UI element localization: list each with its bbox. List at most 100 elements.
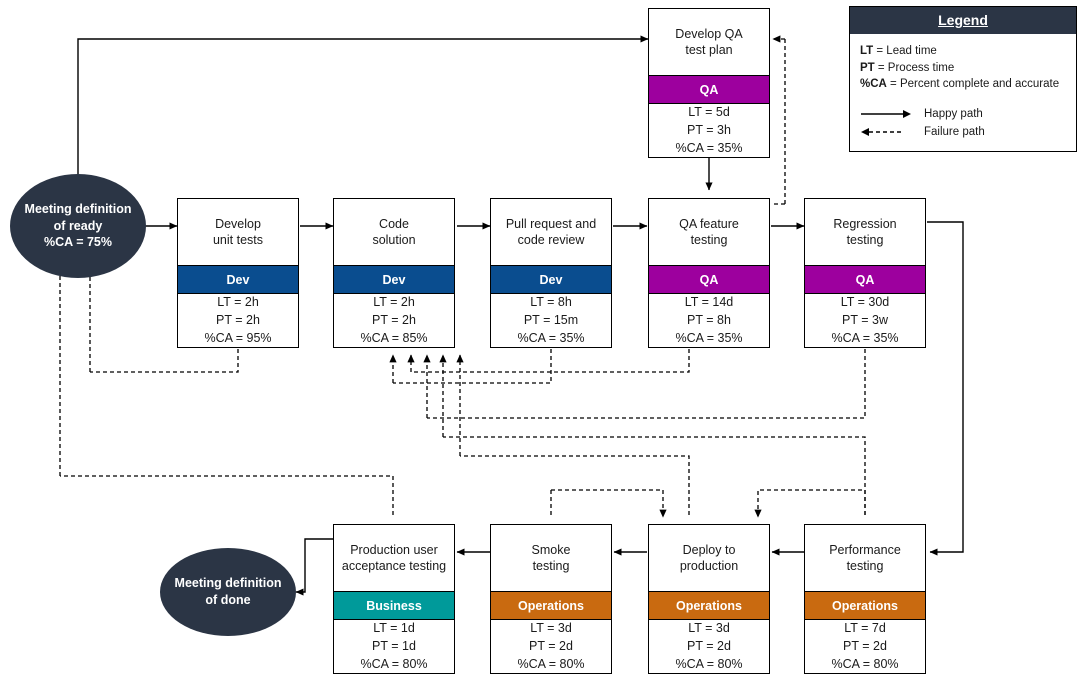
metric-pt: PT = 2h — [216, 312, 260, 327]
title-line-1: QA feature — [679, 216, 739, 231]
metric-ca: %CA = 35% — [831, 330, 899, 345]
process-title: Smoke testing — [491, 525, 611, 591]
process-box-code-solution[interactable]: Code solution Dev LT = 2h PT = 2h %CA = … — [333, 198, 455, 348]
legend-abbr-row: PT = Process time — [860, 60, 1066, 77]
title-line-1: Pull request and — [505, 216, 597, 231]
metric-ca: %CA = 80% — [360, 656, 428, 671]
process-title: Code solution — [334, 199, 454, 265]
process-box-develop-unit-tests[interactable]: Develop unit tests Dev LT = 2h PT = 2h %… — [177, 198, 299, 348]
process-title: Develop unit tests — [178, 199, 298, 265]
legend-body: LT = Lead time PT = Process time %CA = P… — [850, 34, 1076, 151]
process-metrics: LT = 3d PT = 2d %CA = 80% — [491, 620, 611, 673]
process-box-regression-testing[interactable]: Regression testing QA LT = 30d PT = 3w %… — [804, 198, 926, 348]
ready-line-3: %CA = 75% — [44, 235, 112, 250]
process-metrics: LT = 7d PT = 2d %CA = 80% — [805, 620, 925, 673]
happy-ready-to-qa-test-plan — [77, 35, 649, 185]
process-title: Production user acceptance testing — [334, 525, 454, 591]
title-line-2: acceptance testing — [341, 559, 447, 573]
title-line-1: Develop — [215, 216, 261, 231]
title-line-1: Production user — [350, 542, 438, 557]
process-role-badge: Business — [334, 591, 454, 620]
metric-pt: PT = 2d — [843, 638, 887, 653]
metric-lt: LT = 8h — [530, 295, 572, 309]
metric-ca: %CA = 35% — [675, 140, 743, 155]
metric-lt: LT = 3d — [688, 621, 730, 635]
legend-abbr-row: LT = Lead time — [860, 43, 1066, 60]
metric-ca: %CA = 80% — [675, 656, 743, 671]
legend-abbr-row: %CA = Percent complete and accurate — [860, 76, 1066, 93]
done-line-2: of done — [205, 593, 251, 607]
process-box-pull-request-and-code-review[interactable]: Pull request and code review Dev LT = 8h… — [490, 198, 612, 348]
process-box-performance-testing[interactable]: Performance testing Operations LT = 7d P… — [804, 524, 926, 674]
metric-pt: PT = 3w — [842, 312, 888, 327]
happy-path-arrow-icon — [860, 107, 912, 121]
done-line-1: Meeting definition — [174, 576, 282, 591]
legend-panel: Legend LT = Lead time PT = Process time … — [849, 6, 1077, 153]
legend-title-text: Legend — [938, 12, 988, 28]
metric-ca: %CA = 80% — [831, 656, 899, 671]
title-line-1: Develop QA — [675, 26, 743, 41]
fail-performance-to-deploy — [754, 489, 866, 518]
legend-happy-path-label: Happy path — [924, 107, 983, 120]
meeting-definition-of-ready[interactable]: Meeting definition of ready %CA = 75% — [10, 174, 146, 278]
legend-abbr-lt-text: = Lead time — [873, 45, 937, 57]
process-metrics: LT = 8h PT = 15m %CA = 35% — [491, 294, 611, 347]
fail-regression-to-code-a — [427, 349, 866, 419]
process-role-badge: QA — [649, 75, 769, 104]
title-line-2: test plan — [685, 43, 733, 57]
legend-abbr-pt: PT — [860, 61, 875, 74]
happy-uat-to-done — [295, 538, 333, 596]
fail-qa-to-code-a — [411, 349, 690, 373]
metric-ca: %CA = 80% — [517, 656, 585, 671]
metric-ca: %CA = 35% — [675, 330, 743, 345]
process-metrics: LT = 5d PT = 3h %CA = 35% — [649, 104, 769, 157]
metric-ca: %CA = 35% — [517, 330, 585, 345]
failure-path-arrow-icon — [860, 125, 912, 139]
process-role-badge: Dev — [334, 265, 454, 294]
process-title: Pull request and code review — [491, 199, 611, 265]
title-line-2: testing — [846, 233, 884, 247]
ready-line-2: of ready — [53, 218, 103, 233]
process-box-develop-qa-test-plan[interactable]: Develop QA test plan QA LT = 5d PT = 3h … — [648, 8, 770, 158]
metric-lt: LT = 7d — [844, 621, 886, 635]
metric-lt: LT = 1d — [373, 621, 415, 635]
title-line-1: Regression — [833, 216, 897, 231]
title-line-2: solution — [372, 233, 416, 247]
process-metrics: LT = 1d PT = 1d %CA = 80% — [334, 620, 454, 673]
metric-pt: PT = 2d — [529, 638, 573, 653]
process-title: Develop QA test plan — [649, 9, 769, 75]
legend-happy-path-row: Happy path — [860, 105, 1066, 123]
process-role-badge: Operations — [491, 591, 611, 620]
title-line-2: code review — [517, 233, 585, 247]
fail-smoke-to-deploy-a — [550, 489, 553, 515]
process-metrics: LT = 3d PT = 2d %CA = 80% — [649, 620, 769, 673]
legend-abbr-ca: %CA — [860, 78, 887, 91]
legend-title: Legend — [850, 7, 1076, 34]
process-role-badge: Dev — [178, 265, 298, 294]
process-role-badge: Dev — [491, 265, 611, 294]
metric-pt: PT = 3h — [687, 122, 731, 137]
title-line-2: unit tests — [212, 233, 264, 247]
process-box-smoke-testing[interactable]: Smoke testing Operations LT = 3d PT = 2d… — [490, 524, 612, 674]
process-metrics: LT = 30d PT = 3w %CA = 35% — [805, 294, 925, 347]
meeting-definition-of-done[interactable]: Meeting definition of done — [160, 548, 296, 636]
legend-failure-path-label: Failure path — [924, 125, 985, 138]
process-box-production-user-acceptance-testing[interactable]: Production user acceptance testing Busin… — [333, 524, 455, 674]
metric-ca: %CA = 95% — [204, 330, 272, 345]
metric-lt: LT = 2h — [217, 295, 259, 309]
title-line-1: Deploy to — [682, 542, 736, 557]
legend-abbr-lt: LT — [860, 45, 874, 57]
metric-lt: LT = 30d — [840, 295, 890, 309]
title-line-1: Code — [379, 216, 409, 231]
metric-lt: LT = 14d — [684, 295, 734, 309]
ready-line-1: Meeting definition — [24, 201, 132, 216]
fail-performance-to-code-a — [443, 436, 866, 515]
process-box-deploy-to-production[interactable]: Deploy to production Operations LT = 3d … — [648, 524, 770, 674]
process-role-badge: Operations — [805, 591, 925, 620]
title-line-1: Performance — [829, 542, 901, 557]
process-box-qa-feature-testing[interactable]: QA feature testing QA LT = 14d PT = 8h %… — [648, 198, 770, 348]
title-line-1: Smoke — [531, 542, 571, 557]
fail-smoke-to-deploy-b — [551, 489, 667, 518]
process-metrics: LT = 14d PT = 8h %CA = 35% — [649, 294, 769, 347]
metric-pt: PT = 2d — [687, 638, 731, 653]
